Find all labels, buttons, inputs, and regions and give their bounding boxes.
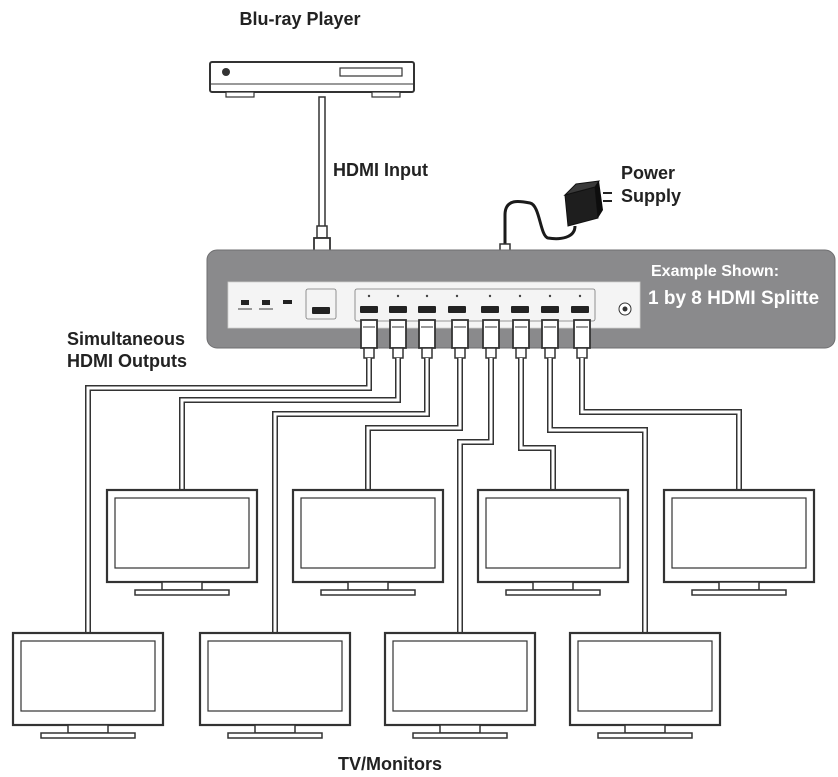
- tv-monitor-6: [198, 631, 352, 739]
- tv-monitor-4: [662, 488, 816, 596]
- output-connector-5: [482, 319, 500, 359]
- tv-monitor-2: [291, 488, 445, 596]
- hdmi-out-port-2: [389, 294, 407, 313]
- output-cable-5: [457, 358, 494, 633]
- output-cable-7: [547, 358, 648, 633]
- tv-monitor-1: [105, 488, 259, 596]
- splitter-model-label: 1 by 8 HDMI Splitte: [648, 288, 819, 309]
- example-shown-label: Example Shown:: [651, 263, 779, 280]
- bluray-player: [209, 61, 415, 98]
- hdmi-out-port-3: [418, 294, 436, 313]
- outputs-label-line2: HDMI Outputs: [67, 351, 187, 371]
- hdmi-out-port-group: [354, 288, 596, 322]
- output-cable-8: [579, 358, 742, 490]
- output-connectors: [360, 319, 591, 359]
- hdmi-splitter: [206, 249, 836, 349]
- output-cable-2: [179, 358, 401, 490]
- output-cable-4: [365, 358, 463, 490]
- output-connector-6: [512, 319, 530, 359]
- hdmi-input-cable: [313, 96, 331, 275]
- hdmi-out-port-7: [541, 294, 559, 313]
- outputs-label-line1: Simultaneous: [67, 329, 185, 349]
- hdmi-input-label: HDMI Input: [333, 160, 428, 180]
- output-cables: [85, 358, 742, 633]
- output-connector-8: [573, 319, 591, 359]
- bluray-label: Blu-ray Player: [239, 9, 360, 29]
- output-cable-3: [272, 358, 430, 633]
- hdmi-out-port-4: [448, 294, 466, 313]
- power-jack: [618, 302, 632, 316]
- mode-switches: [238, 300, 292, 310]
- monitor-grid: [11, 488, 816, 739]
- power-supply-label-line2: Supply: [621, 186, 681, 206]
- output-cable-6: [518, 358, 556, 490]
- tv-monitor-7: [383, 631, 537, 739]
- hdmi-out-port-5: [481, 294, 499, 313]
- hdmi-out-port-6: [511, 294, 529, 313]
- output-connector-7: [541, 319, 559, 359]
- output-connector-1: [360, 319, 378, 359]
- tv-monitors-label: TV/Monitors: [338, 754, 442, 774]
- tv-monitor-8: [568, 631, 722, 739]
- output-connector-4: [451, 319, 469, 359]
- hdmi-in-port: [305, 288, 337, 320]
- tv-monitor-3: [476, 488, 630, 596]
- output-connector-3: [418, 319, 436, 359]
- hdmi-out-port-1: [360, 294, 378, 313]
- power-supply-label-line1: Power: [621, 163, 675, 183]
- hdmi-out-port-8: [571, 294, 589, 313]
- output-connector-2: [389, 319, 407, 359]
- tv-monitor-5: [11, 631, 165, 739]
- output-cable-1: [85, 358, 372, 633]
